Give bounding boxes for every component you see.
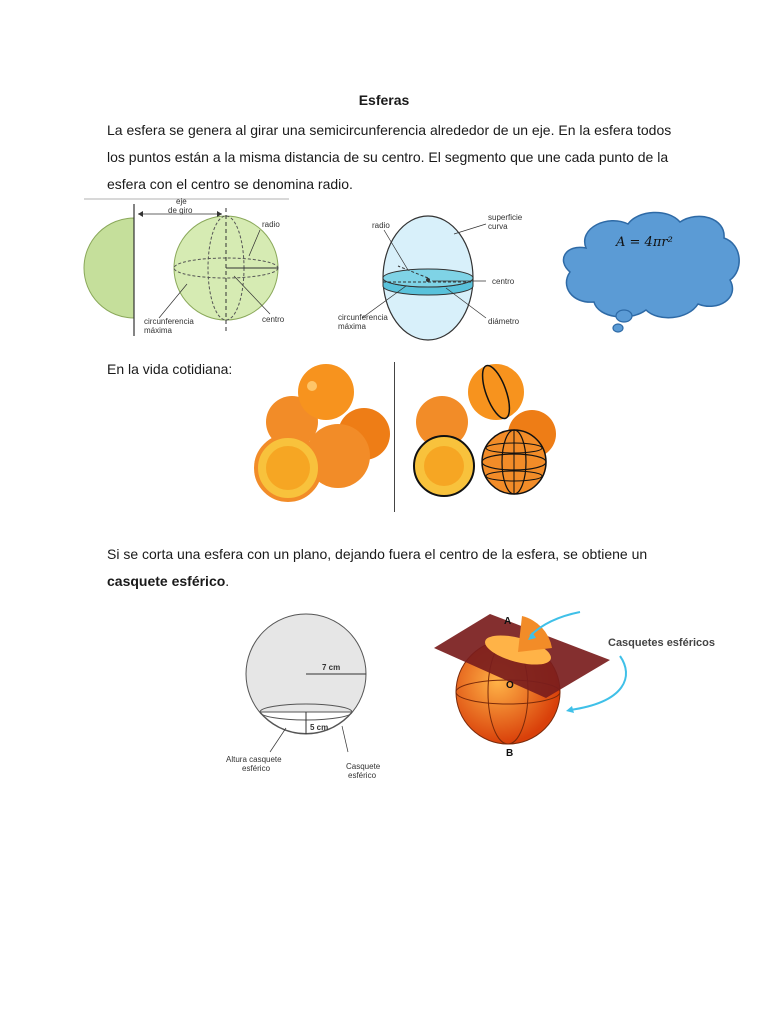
cap-text-before: Si se corta una esfera con un plano, dej…: [107, 546, 648, 562]
center-label-2: centro: [492, 277, 515, 286]
semicircle-shape: [83, 217, 135, 319]
formula-text: A = 4πr²: [615, 235, 673, 250]
center-label: centro: [262, 315, 285, 324]
cap-text-bold: casquete esférico: [107, 573, 226, 589]
caps-label: Casquetes esféricos: [608, 637, 715, 649]
photo-divider: [394, 362, 395, 512]
cloud-shape: [562, 211, 740, 319]
cap-paragraph: Si se corta una esfera con un plano, dej…: [107, 541, 677, 595]
intro-paragraph: La esfera se genera al girar una semicir…: [107, 122, 672, 192]
page-title: Esferas: [358, 92, 410, 108]
radius-label: radio: [262, 220, 280, 229]
diameter-label: diámetro: [488, 317, 520, 326]
cap-text-after: .: [225, 573, 230, 589]
daily-life-label: En la vida cotidiana:: [107, 361, 233, 377]
oranges-outlined-photo: [400, 362, 560, 512]
point-b-label: B: [506, 748, 513, 759]
point-o-label: O: [506, 680, 514, 691]
cut-sphere-figure: A O B Casquetes esféricos: [430, 611, 720, 762]
radius-measure: 7 cm: [322, 663, 340, 672]
oranges-photo: [252, 362, 394, 512]
formula-cloud: A = 4πr²: [558, 208, 744, 336]
height-measure: 5 cm: [310, 723, 328, 732]
point-a-label: A: [504, 616, 511, 627]
radius-label-2: radio: [372, 221, 390, 230]
